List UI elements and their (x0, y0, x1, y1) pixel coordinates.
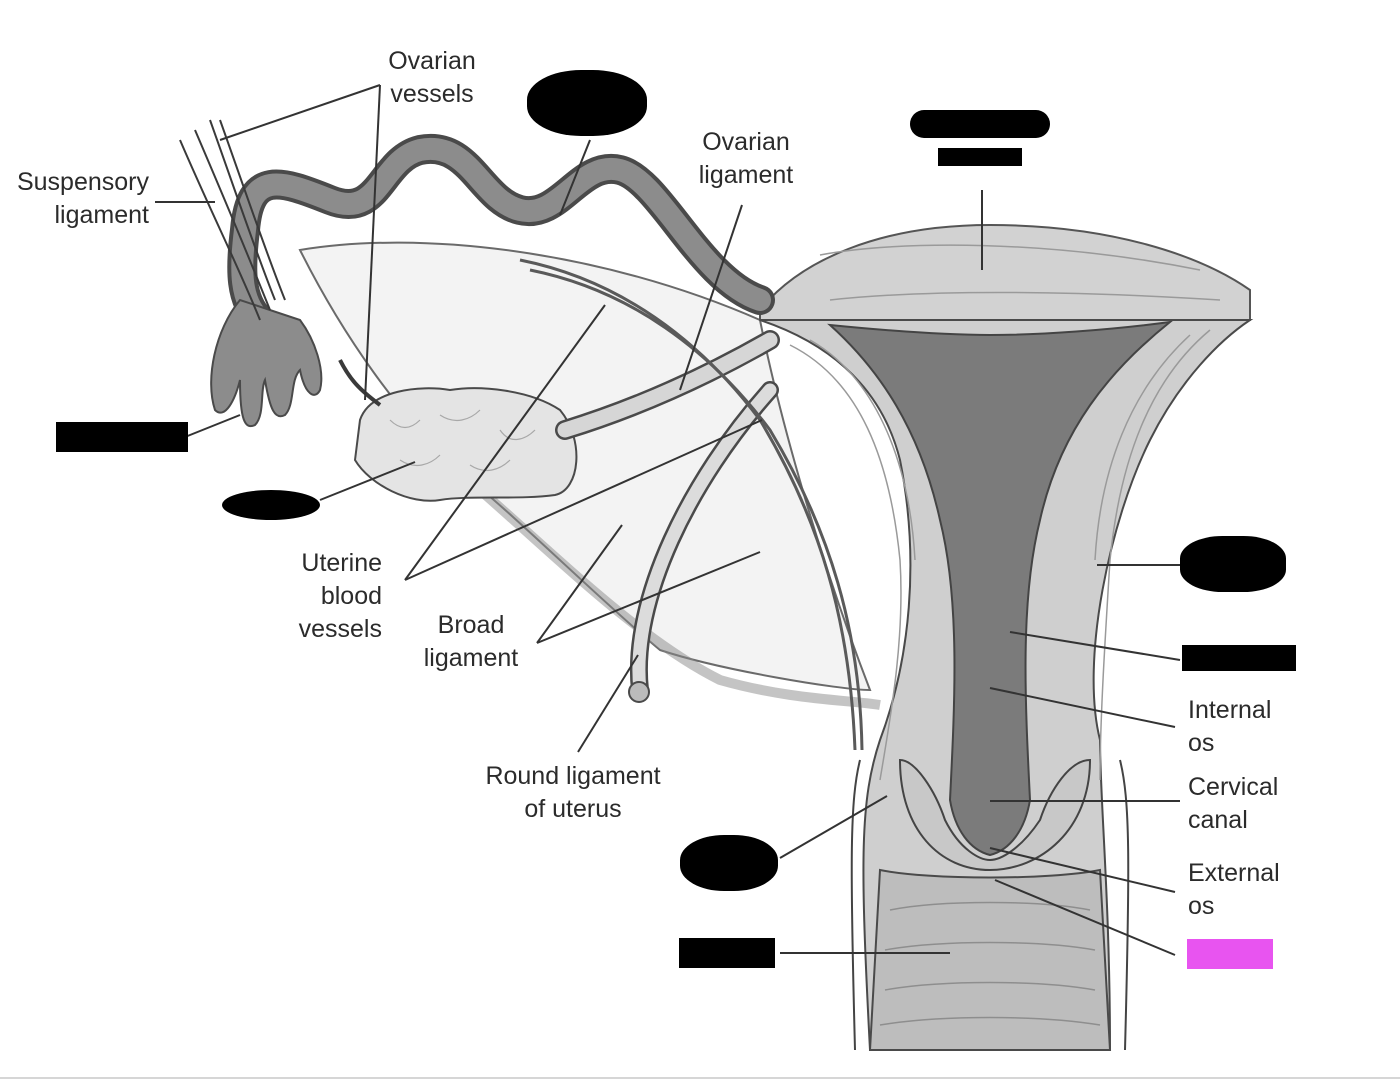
redaction-uterine-tube (527, 70, 647, 136)
highlighted-answer-box[interactable] (1187, 939, 1273, 969)
vaginal-rugae (879, 901, 1101, 1026)
leader-lines (155, 84, 1181, 956)
uterine-blood-vessels-label: Uterine blood vessels (298, 549, 382, 643)
ovarian-ligament-cord-inner (557, 332, 778, 438)
cervical-canal-label: Cervical canal (1188, 773, 1279, 834)
uterine-tube-inner (231, 137, 771, 331)
redaction-vagina (679, 938, 775, 968)
redaction-fundus-top (910, 110, 1050, 138)
fimbriae (210, 298, 323, 428)
ovarian-ligament-label: Ovarian ligament (698, 128, 794, 189)
suspensory-ligament-label: Suspensory ligament (16, 168, 149, 229)
bottom-divider (0, 1077, 1400, 1079)
ovary-surface (389, 409, 536, 472)
redaction-fornix (680, 835, 778, 891)
cervix (898, 758, 1092, 872)
redaction-ovary (222, 490, 320, 520)
external-os-label: External os (1188, 859, 1280, 920)
broad-ligament-edge (476, 486, 881, 710)
uterine-vessel-2 (529, 268, 864, 751)
round-ligament-label: Round ligament of uterus (485, 762, 661, 823)
ovarian-vessels-label: Ovarian vessels (388, 47, 476, 108)
vagina (868, 868, 1112, 1051)
round-ligament-cut-end (628, 681, 650, 703)
redaction-myometrium (1180, 536, 1286, 592)
redaction-endometrium (1182, 645, 1296, 671)
myometrium-striations (789, 244, 1221, 781)
ovary (353, 387, 578, 502)
round-ligament-cord-inner (632, 383, 777, 697)
vaginal-fornix-right (1119, 759, 1130, 1051)
redaction-fundus-bottom (938, 148, 1022, 166)
broad-ligament-label: Broad ligament (423, 611, 519, 672)
uterine-cavity (827, 320, 1174, 857)
suspensory-vessels (179, 119, 286, 321)
ovarian-vessel-cord (338, 359, 382, 407)
redaction-fimbriae (56, 422, 188, 452)
vaginal-fornix-left (850, 759, 861, 1051)
internal-os-label: Internal os (1188, 696, 1272, 757)
